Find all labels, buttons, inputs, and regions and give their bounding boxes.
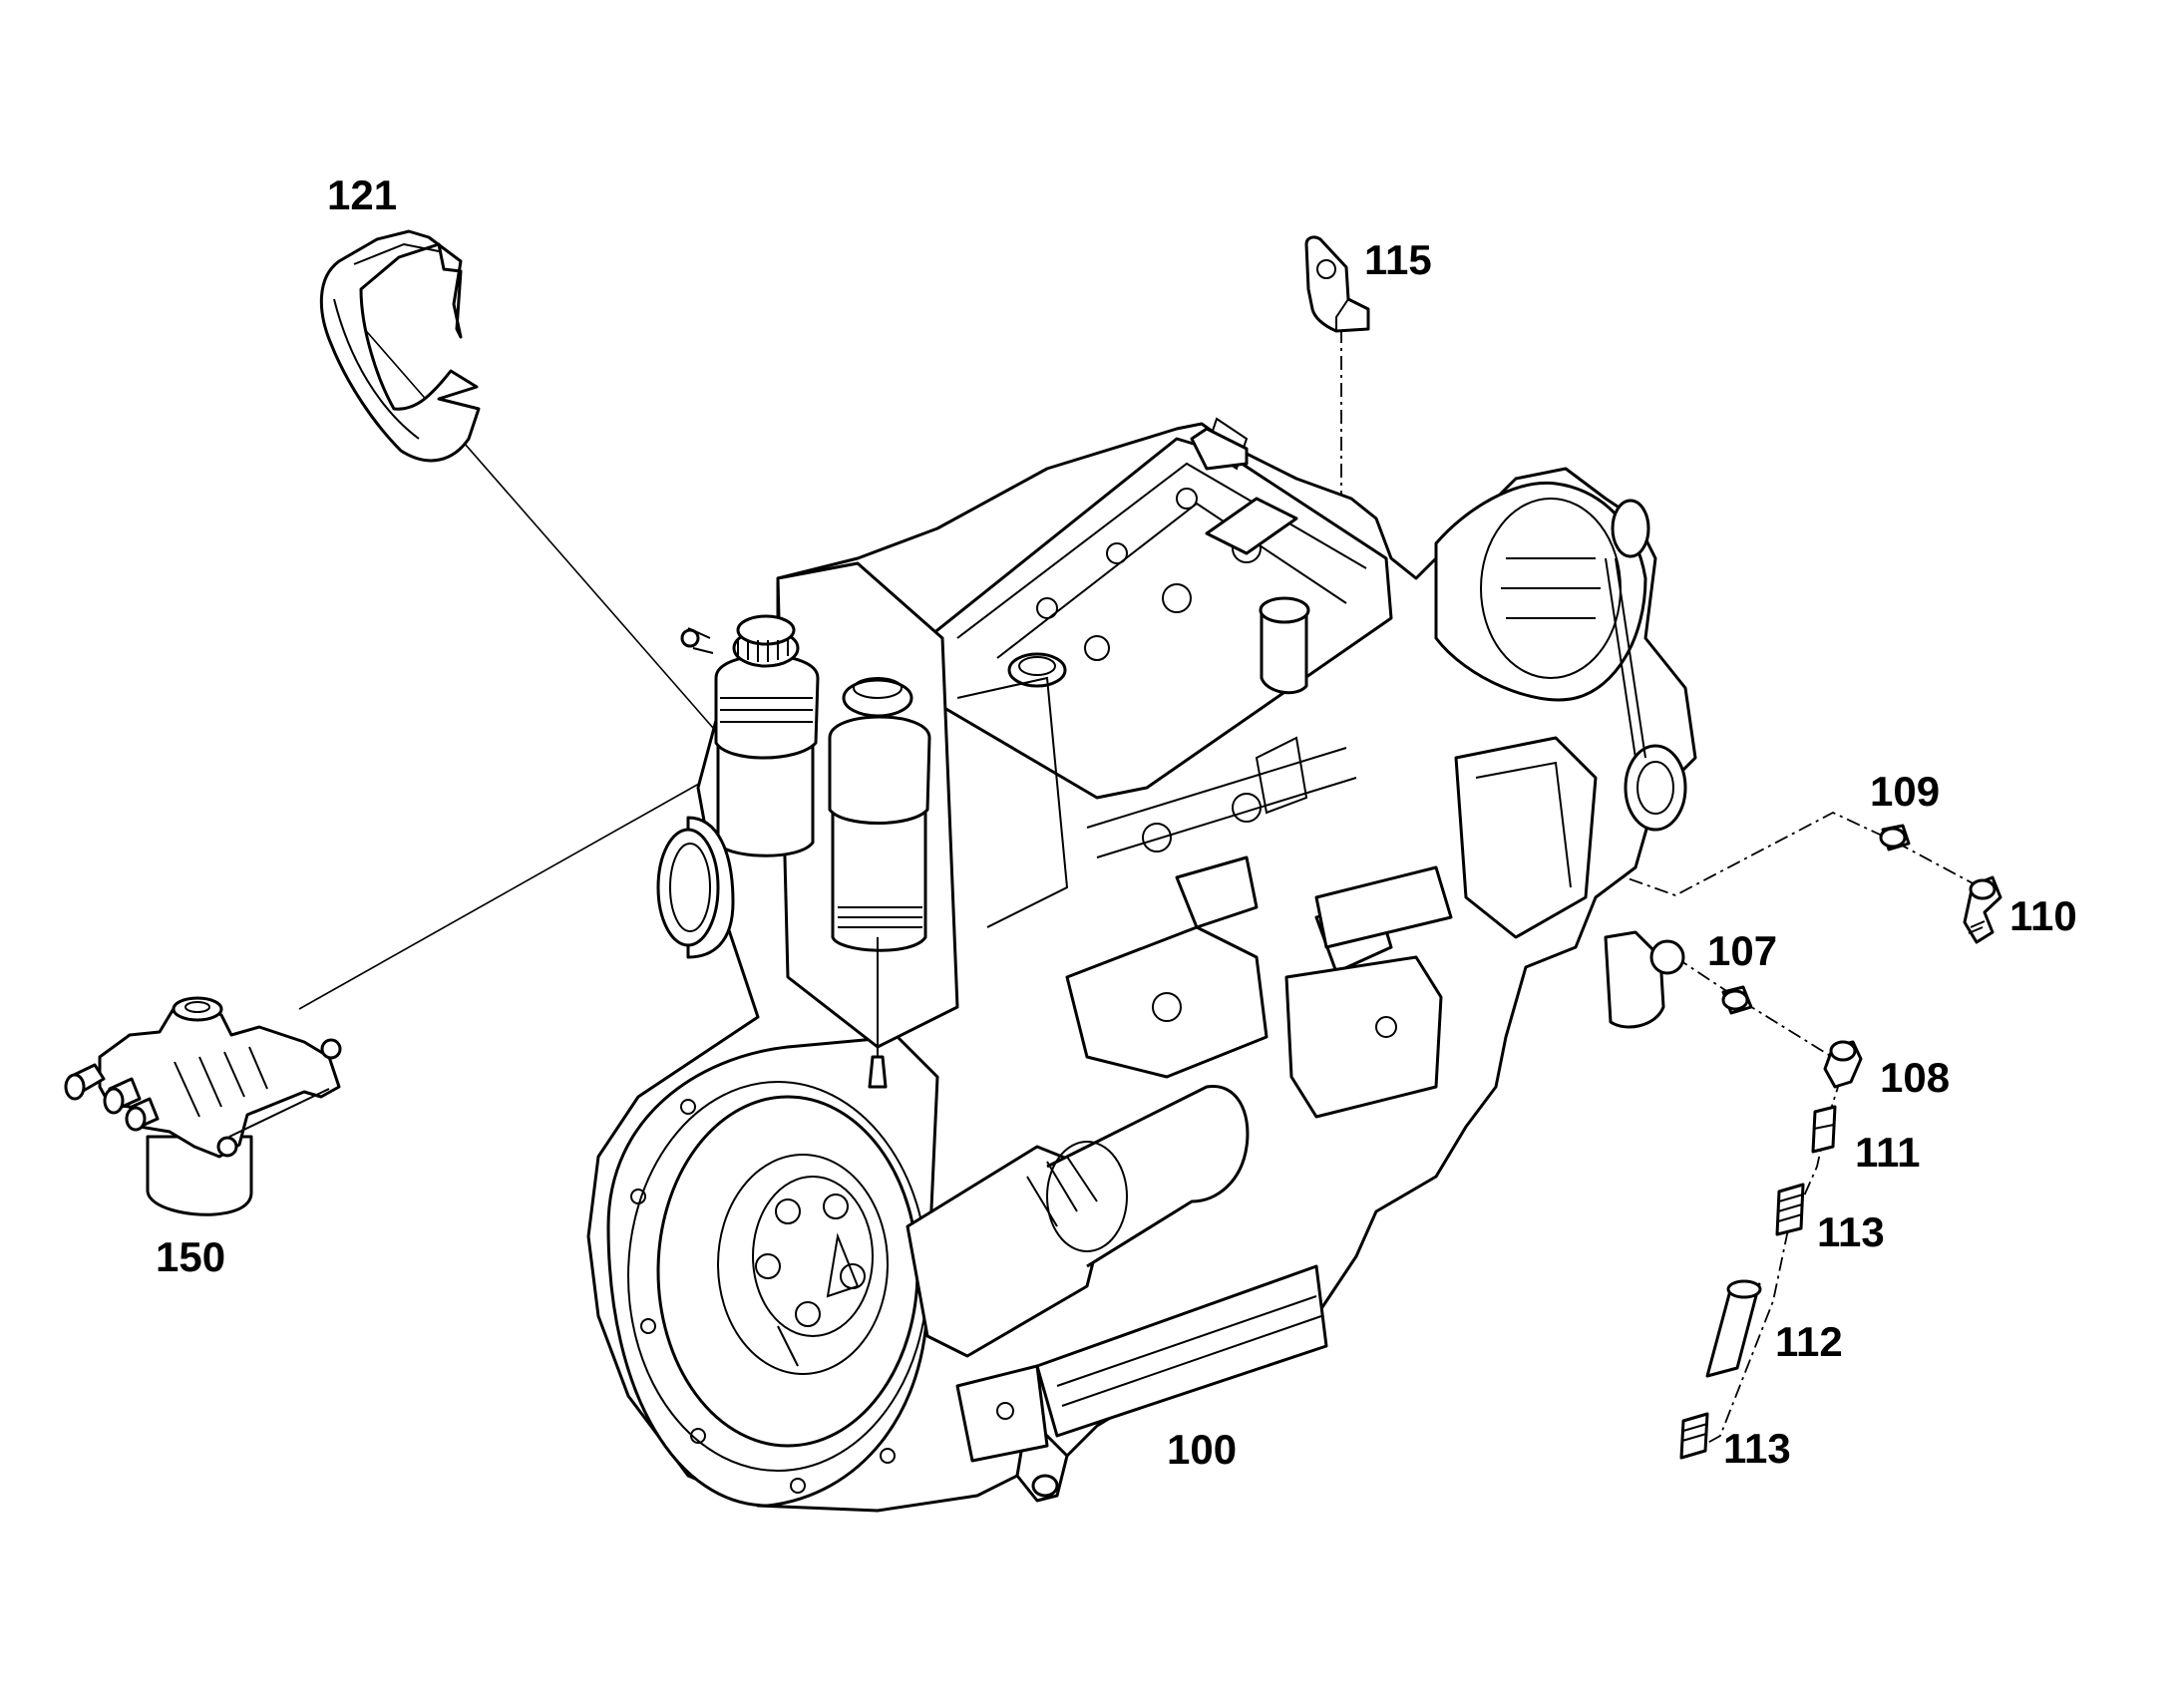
- callout-113-upper: 113: [1817, 1208, 1885, 1255]
- callout-112: 112: [1775, 1318, 1843, 1365]
- callout-109: 109: [1870, 768, 1940, 815]
- callout-100: 100: [1167, 1426, 1237, 1473]
- callout-150: 150: [156, 1233, 225, 1280]
- part-111-nut: [1811, 1105, 1837, 1154]
- callout-107: 107: [1707, 927, 1777, 974]
- part-113-lower-adapter: [1679, 1412, 1709, 1460]
- callout-labels: 121 115 109 110 107 108 111 113 112 113 …: [156, 171, 2077, 1473]
- callout-113-lower: 113: [1723, 1425, 1791, 1472]
- part-108-elbow: [1823, 1040, 1863, 1089]
- callout-115: 115: [1364, 236, 1432, 283]
- part-115-bracket: [1304, 235, 1370, 333]
- leader-107-108: [1674, 956, 1847, 1452]
- part-150-filter-head: [64, 996, 342, 1216]
- leader-121: [353, 316, 721, 737]
- part-109-fitting: [1879, 824, 1911, 852]
- callout-111: 111: [1855, 1129, 1920, 1176]
- fittings-group: [1679, 824, 2002, 1460]
- part-107-fitting: [1721, 985, 1753, 1015]
- part-110-elbow: [1963, 875, 2002, 944]
- callout-108: 108: [1880, 1054, 1950, 1101]
- part-121-clamp-shield: [319, 229, 481, 463]
- leader-150: [298, 779, 707, 1010]
- leader-lines: [298, 316, 1991, 1452]
- part-112-sleeve: [1705, 1279, 1762, 1378]
- part-100-engine: [586, 417, 1697, 1513]
- callout-121: 121: [327, 171, 397, 218]
- part-113-upper-adapter: [1775, 1183, 1805, 1236]
- callout-110: 110: [2009, 892, 2077, 939]
